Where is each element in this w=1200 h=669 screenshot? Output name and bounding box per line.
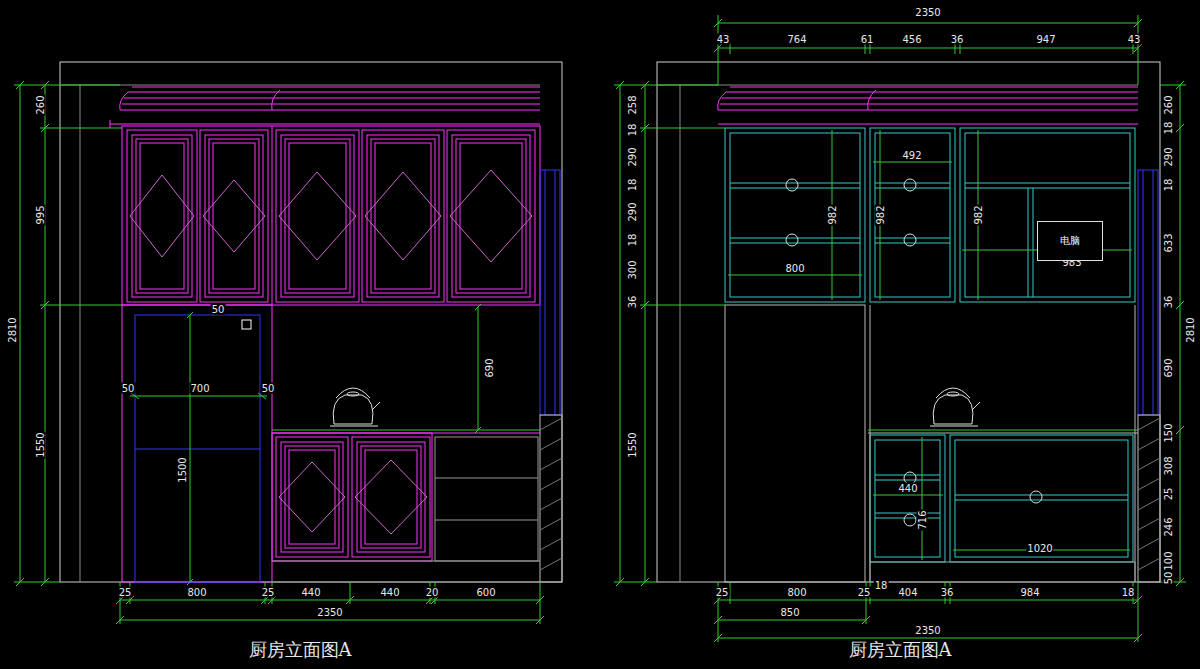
appliance-label: 电脑 (1060, 235, 1080, 247)
dimension-text: 440 (379, 587, 400, 598)
dimension-text: 982 (973, 204, 984, 225)
drawing-caption: 厨房立面图A (246, 639, 355, 661)
dimension-text: 2350 (316, 607, 343, 618)
dimension-text: 1550 (627, 431, 638, 458)
dimension-text: 947 (1035, 34, 1056, 45)
dimension-text: 2350 (914, 625, 941, 636)
dimension-text: 36 (950, 34, 965, 45)
dimension-text: 150 (1163, 422, 1174, 443)
dimension-text: 690 (1163, 357, 1174, 378)
dimension-text: 633 (1163, 232, 1174, 253)
dimension-text: 18 (874, 580, 889, 591)
dimension-text: 25 (261, 587, 276, 598)
dimension-text: 43 (716, 34, 731, 45)
dimension-text: 50 (121, 383, 136, 394)
dimension-text: 982 (875, 204, 886, 225)
dimension-text: 2350 (914, 7, 941, 18)
dimension-text: 25 (857, 587, 872, 598)
dimension-text: 50 (211, 304, 226, 315)
dimension-text: 258 (627, 94, 638, 115)
dimension-text: 260 (35, 94, 46, 115)
dimension-text: 25 (715, 587, 730, 598)
dimension-text: 1020 (1026, 543, 1053, 554)
dimension-text: 61 (860, 34, 875, 45)
dimension-text: 690 (484, 357, 495, 378)
dimension-text: 290 (1163, 146, 1174, 167)
dimension-text: 260 (1163, 94, 1174, 115)
dimension-text: 20 (425, 587, 440, 598)
dimension-text: 50 (261, 383, 276, 394)
dimension-text: 25 (1163, 487, 1174, 502)
dimension-text: 700 (189, 383, 210, 394)
dimension-text: 36 (627, 295, 638, 310)
dimension-text: 995 (35, 204, 46, 225)
dimension-text: 850 (779, 607, 800, 618)
dimension-text: 2810 (7, 316, 18, 343)
dimension-text: 2810 (1185, 316, 1196, 343)
dimension-text: 1500 (177, 456, 188, 483)
dimension-text: 290 (627, 201, 638, 222)
dimension-text: 600 (475, 587, 496, 598)
dimension-text: 18 (627, 123, 638, 138)
dimension-text: 25 (118, 587, 133, 598)
dimension-text: 404 (897, 587, 918, 598)
dimension-text: 18 (1163, 121, 1174, 136)
dimension-text: 716 (917, 509, 928, 530)
dimension-text: 290 (627, 146, 638, 167)
dimension-text: 36 (940, 587, 955, 598)
drawing-caption: 厨房立面图A (846, 639, 955, 661)
dimension-text: 984 (1019, 587, 1040, 598)
dimension-text: 440 (300, 587, 321, 598)
dimension-text: 440 (897, 483, 918, 494)
dimension-text: 18 (627, 233, 638, 248)
dimension-text: 43 (1127, 34, 1142, 45)
dimension-text: 800 (784, 263, 805, 274)
dimension-text: 308 (1163, 455, 1174, 476)
dimension-text: 982 (827, 204, 838, 225)
dimension-text: 764 (786, 34, 807, 45)
dimension-text: 246 (1163, 516, 1174, 537)
dimension-text: 492 (901, 150, 922, 161)
dimension-text: 18 (1121, 587, 1136, 598)
dimension-text: 300 (627, 259, 638, 280)
appliance-box: 电脑 (1037, 221, 1103, 261)
dimension-text: 800 (786, 587, 807, 598)
dimension-text: 18 (1163, 178, 1174, 193)
dimension-text: 800 (186, 587, 207, 598)
dimension-text: 36 (1163, 295, 1174, 310)
dimension-text: 100 (1163, 550, 1174, 571)
dimension-text: 18 (627, 178, 638, 193)
dimension-text: 50 (1163, 571, 1174, 586)
dimension-text: 1550 (35, 431, 46, 458)
dimension-text: 456 (901, 34, 922, 45)
